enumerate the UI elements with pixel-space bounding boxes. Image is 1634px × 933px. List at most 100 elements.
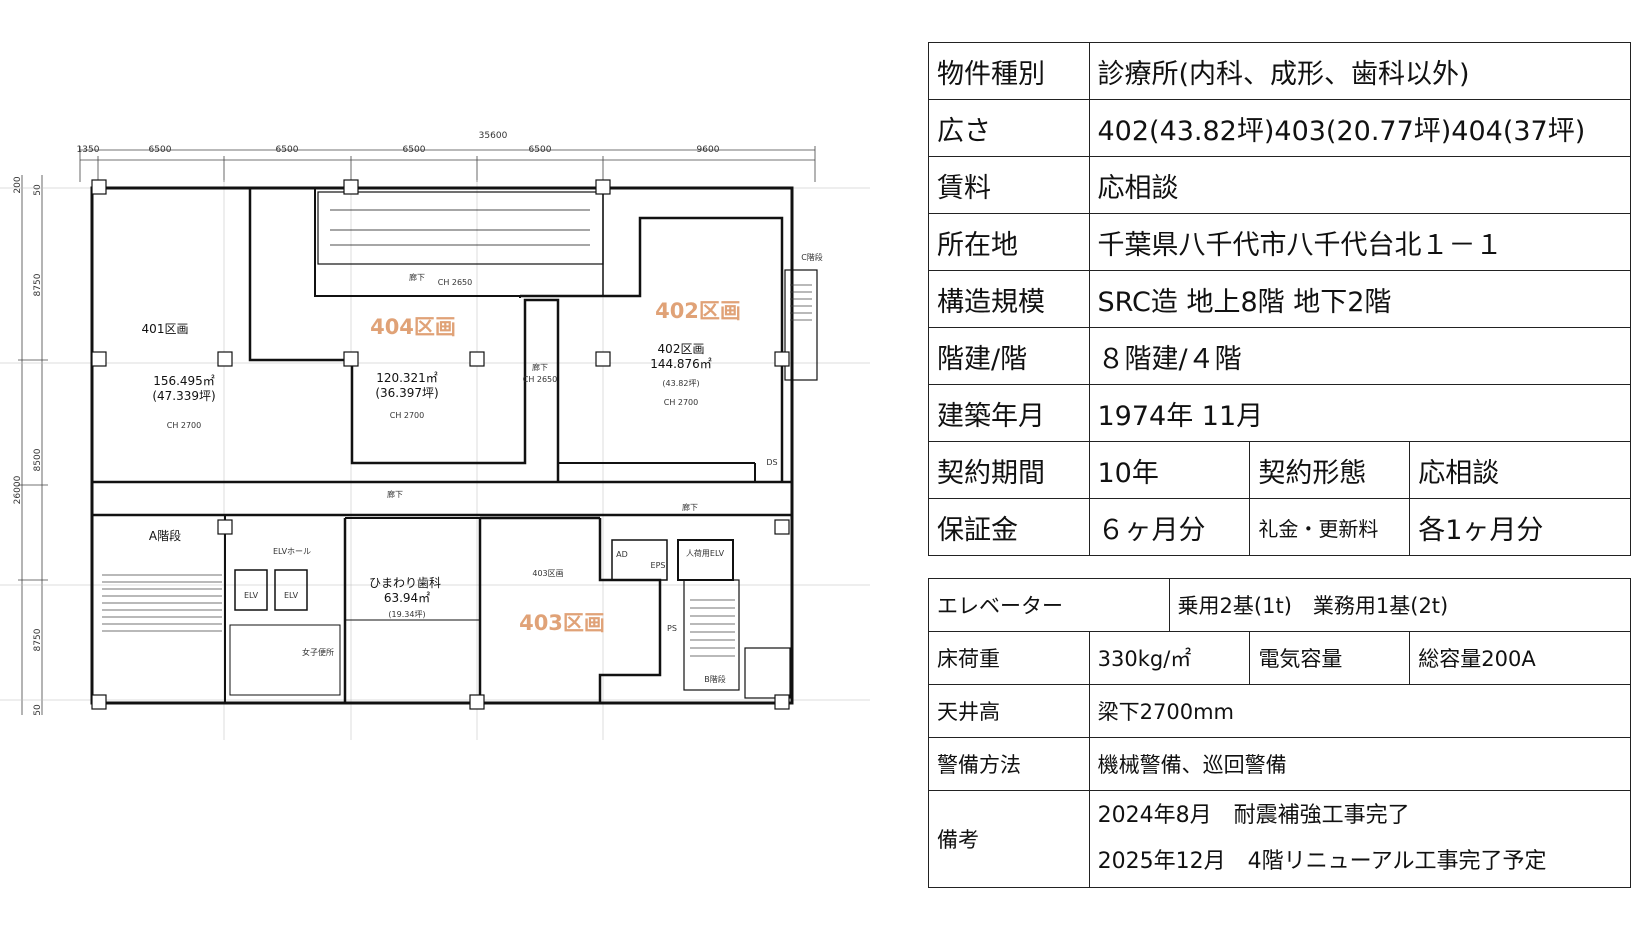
ceiling-value: 梁下2700mm (1088, 684, 1632, 738)
property-info-table: 物件種別 診療所(内科、成形、歯科以外) 広さ 402(43.82坪)403(2… (928, 42, 1631, 556)
ch2650-mid: CH 2650 (523, 375, 558, 384)
row-ceiling: 天井高 梁下2700mm (928, 684, 1632, 738)
dim-top-6: 9600 (697, 145, 720, 155)
himawari-area: 63.94㎡ (384, 591, 430, 605)
address-label: 所在地 (928, 213, 1090, 271)
security-value: 機械警備、巡回警備 (1088, 737, 1632, 791)
corridor-label-mid: 廊下 (532, 362, 548, 372)
key-money-value: 各1ヶ月分 (1409, 498, 1631, 556)
columns (91, 179, 790, 710)
structure-label: 構造規模 (928, 270, 1090, 328)
floors-label: 階建/階 (928, 327, 1090, 385)
ch2650-upper: CH 2650 (438, 278, 473, 287)
contract-period-value: 10年 (1088, 441, 1251, 499)
corridor-label-right: 廊下 (682, 502, 698, 512)
elv-2-label: ELV (284, 591, 299, 600)
b-stair-treads (690, 599, 735, 657)
overlay-404: 404区画 (370, 315, 456, 339)
built-label: 建築年月 (928, 384, 1090, 442)
rent-value: 応相談 (1088, 156, 1631, 214)
himawari-tsubo: (19.34坪) (388, 610, 425, 619)
row-rent: 賃料 応相談 (928, 156, 1631, 214)
row-floor-load: 床荷重 330kg/㎡ 電気容量 総容量200A (928, 631, 1631, 685)
c-stair-label: C階段 (801, 252, 823, 262)
key-money-label: 礼金・更新料 (1249, 498, 1411, 556)
contract-type-label: 契約形態 (1249, 441, 1411, 499)
row-size: 広さ 402(43.82坪)403(20.77坪)404(37坪) (928, 99, 1631, 157)
a-stair-label: A階段 (149, 528, 181, 543)
c-stair-treads (790, 284, 812, 321)
ad-label: AD (616, 550, 628, 559)
top-dimensions (79, 146, 816, 182)
ps-label: PS (667, 624, 677, 633)
room-401-name: 401区画 (142, 322, 189, 336)
dim-top-4: 6500 (403, 145, 426, 155)
row-elevator: エレベーター 乗用2基(1t) 業務用1基(2t) (928, 578, 1632, 632)
row-contract: 契約期間 10年 契約形態 応相談 (928, 441, 1631, 499)
dim-left-3: 8750 (33, 273, 43, 296)
built-value: 1974年 11月 (1088, 384, 1631, 442)
row-property-type: 物件種別 診療所(内科、成形、歯科以外) (928, 42, 1631, 100)
elevator-value: 乗用2基(1t) 業務用1基(2t) (1168, 578, 1632, 632)
elv-1-label: ELV (244, 591, 259, 600)
remarks-value: 2024年8月 耐震補強工事完了 2025年12月 4階リニューアル工事完了予定 (1088, 790, 1632, 888)
dim-total: 35600 (479, 131, 508, 141)
contract-period-label: 契約期間 (928, 441, 1090, 499)
dim-left-5: 26000 (13, 475, 23, 504)
row-security: 警備方法 機械警備、巡回警備 (928, 737, 1632, 791)
dim-top-1: 1350 (77, 145, 100, 155)
dim-left-7: 50 (33, 704, 43, 716)
ceiling-label: 天井高 (928, 684, 1090, 738)
dim-left-1: 200 (13, 176, 23, 193)
room-404-tsubo: (36.397坪) (375, 386, 438, 400)
property-type-label: 物件種別 (928, 42, 1090, 100)
passenger-elv-label: 人荷用ELV (686, 548, 725, 558)
room-402-ch: CH 2700 (664, 398, 699, 407)
structure-value: SRC造 地上8階 地下2階 (1088, 270, 1631, 328)
dim-left-4: 8500 (33, 448, 43, 471)
room-401-ch: CH 2700 (167, 421, 202, 430)
room-402-area: 144.876㎡ (650, 357, 712, 371)
room-403-name: 403区画 (532, 569, 563, 578)
corridor-label-upper: 廊下 (409, 272, 425, 282)
room-401-area: 156.495㎡ (153, 374, 215, 388)
row-built: 建築年月 1974年 11月 (928, 384, 1631, 442)
dim-top-2: 6500 (149, 145, 172, 155)
power-capacity-value: 総容量200A (1409, 631, 1631, 685)
property-type-value: 診療所(内科、成形、歯科以外) (1088, 42, 1631, 100)
power-capacity-label: 電気容量 (1249, 631, 1411, 685)
remarks-label: 備考 (928, 790, 1090, 888)
deposit-value: ６ヶ月分 (1088, 498, 1251, 556)
contract-type-value: 応相談 (1409, 441, 1631, 499)
a-stair-treads (102, 574, 222, 632)
womens-restroom-label: 女子便所 (302, 647, 334, 657)
room-404-ch: CH 2700 (390, 411, 425, 420)
floors-value: ８階建/４階 (1088, 327, 1631, 385)
row-deposit: 保証金 ６ヶ月分 礼金・更新料 各1ヶ月分 (928, 498, 1631, 556)
floor-plan: 35600 1350 6500 6500 6500 6500 9600 200 … (0, 131, 870, 740)
b-stair-label: B階段 (704, 674, 726, 684)
room-402-name: 402区画 (658, 342, 705, 356)
room-404-area: 120.321㎡ (376, 371, 438, 385)
remarks-line-2: 2025年12月 4階リニューアル工事完了予定 (1097, 849, 1547, 874)
row-remarks: 備考 2024年8月 耐震補強工事完了 2025年12月 4階リニューアル工事完… (928, 790, 1632, 888)
row-floors: 階建/階 ８階建/４階 (928, 327, 1631, 385)
dim-left-2: 50 (33, 184, 43, 196)
rent-label: 賃料 (928, 156, 1090, 214)
himawari-name: ひまわり歯科 (369, 576, 441, 590)
room-401-tsubo: (47.339坪) (152, 389, 215, 403)
corridor-label-main: 廊下 (387, 489, 403, 499)
row-address: 所在地 千葉県八千代市八千代台北１－１ (928, 213, 1631, 271)
building-spec-table: エレベーター 乗用2基(1t) 業務用1基(2t) 床荷重 330kg/㎡ 電気… (928, 578, 1632, 888)
row-structure: 構造規模 SRC造 地上8階 地下2階 (928, 270, 1631, 328)
eps-label: EPS (651, 561, 666, 570)
floor-load-label: 床荷重 (928, 631, 1090, 685)
size-label: 広さ (928, 99, 1090, 157)
overlay-403: 403区画 (519, 611, 605, 635)
dim-left-6: 8750 (33, 628, 43, 651)
size-value: 402(43.82坪)403(20.77坪)404(37坪) (1088, 99, 1631, 157)
deposit-label: 保証金 (928, 498, 1090, 556)
elevator-label: エレベーター (928, 578, 1170, 632)
left-dimensions (18, 175, 48, 715)
ds-label: DS (766, 458, 777, 467)
